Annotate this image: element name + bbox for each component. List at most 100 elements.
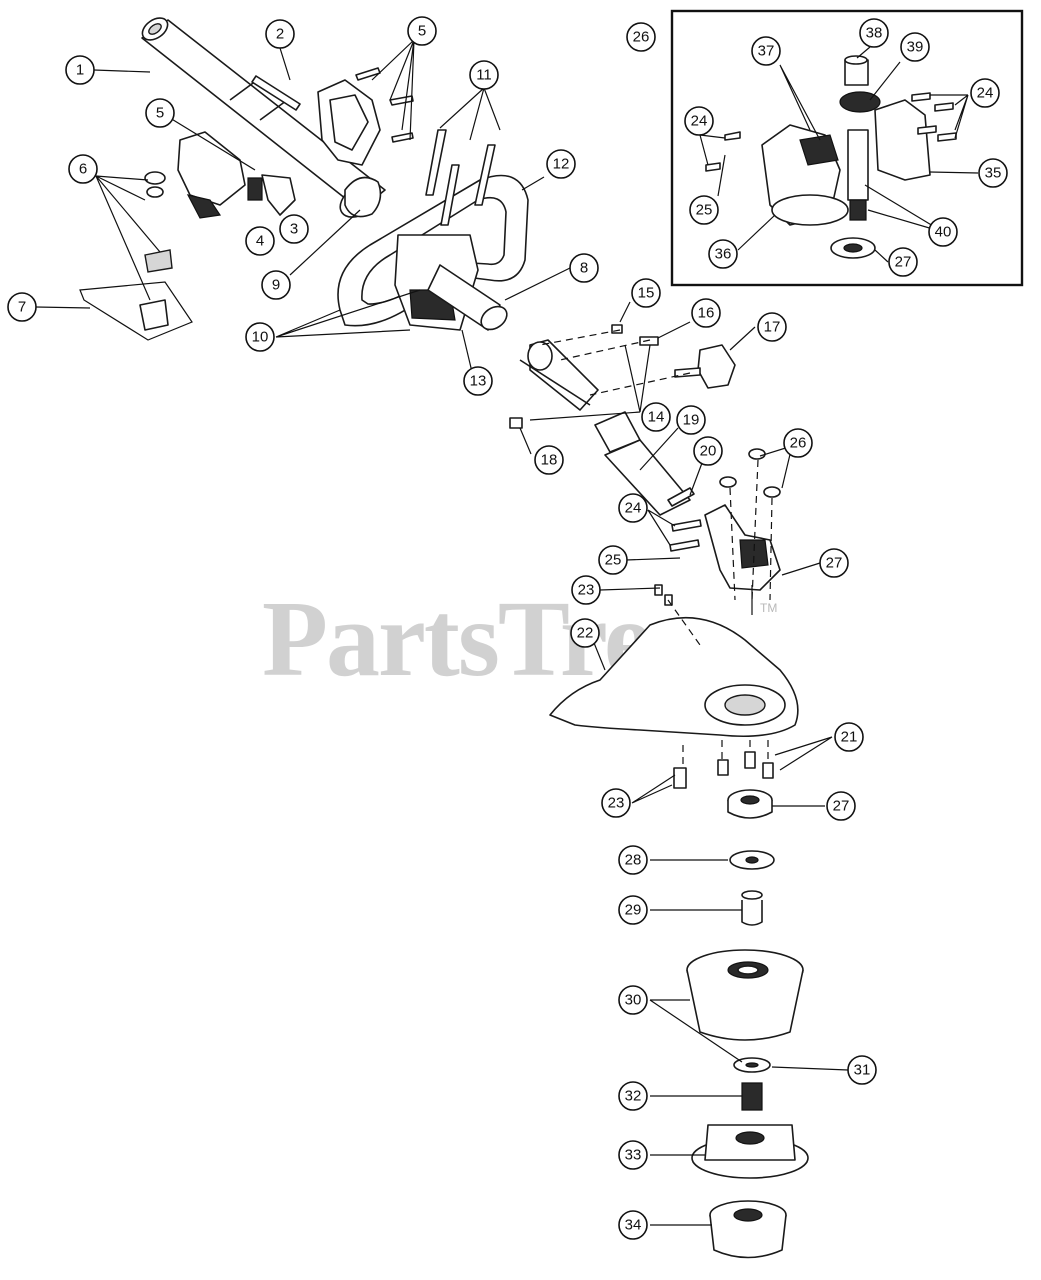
callout-26: 26 — [783, 428, 813, 458]
svg-text:37: 37 — [758, 43, 775, 60]
bolts-21 — [717, 751, 774, 779]
svg-text:14: 14 — [648, 409, 665, 426]
svg-text:11: 11 — [476, 67, 492, 84]
svg-text:29: 29 — [625, 902, 642, 919]
tube-insert — [594, 411, 691, 516]
callout-33: 33 — [618, 1140, 648, 1170]
svg-text:38: 38 — [866, 25, 883, 42]
callout-13: 13 — [463, 366, 493, 396]
svg-text:8: 8 — [580, 260, 588, 277]
callout-15: 15 — [631, 278, 661, 308]
svg-text:28: 28 — [625, 852, 642, 869]
spool-housing — [686, 949, 804, 1041]
callout-17: 17 — [757, 312, 787, 342]
callout-inset-24a: 24 — [970, 78, 1000, 108]
screws-11 — [425, 129, 496, 226]
svg-text:9: 9 — [272, 277, 280, 294]
callout-3: 3 — [279, 214, 309, 244]
svg-text:16: 16 — [698, 305, 715, 322]
screws-24-25 — [669, 519, 702, 552]
callout-39: 39 — [900, 32, 930, 62]
svg-text:25: 25 — [605, 552, 622, 569]
washer-28 — [729, 850, 775, 870]
svg-text:5: 5 — [418, 23, 426, 40]
svg-text:26: 26 — [790, 435, 807, 452]
bolt-16 — [639, 336, 659, 346]
callout-28: 28 — [618, 845, 648, 875]
svg-text:26: 26 — [633, 29, 650, 46]
svg-text:20: 20 — [700, 443, 717, 460]
throttle-housing-lower — [177, 131, 246, 219]
inset-gearhead-parts — [705, 55, 957, 259]
svg-text:23: 23 — [608, 795, 625, 812]
svg-text:24: 24 — [977, 85, 994, 102]
callout-32: 32 — [618, 1081, 648, 1111]
callout-inset-27: 27 — [888, 247, 918, 277]
callout-25: 25 — [598, 545, 628, 575]
callout-11: 11 — [469, 60, 499, 90]
svg-text:17: 17 — [764, 319, 781, 336]
svg-text:24: 24 — [691, 113, 708, 130]
svg-text:30: 30 — [625, 992, 642, 1009]
callout-inset-26: 26 — [626, 22, 656, 52]
leader-lines — [35, 39, 979, 1226]
svg-text:27: 27 — [826, 555, 843, 572]
throttle-housing-upper — [317, 79, 381, 166]
svg-text:4: 4 — [256, 233, 264, 250]
drive-shaft-tube — [141, 17, 386, 211]
callout-7: 7 — [7, 292, 37, 322]
svg-text:35: 35 — [985, 165, 1002, 182]
svg-text:31: 31 — [854, 1062, 871, 1079]
callout-21: 21 — [834, 722, 864, 752]
svg-text:27: 27 — [895, 254, 912, 271]
callout-4: 4 — [245, 226, 275, 256]
callout-35: 35 — [978, 158, 1008, 188]
svg-text:10: 10 — [252, 329, 269, 346]
svg-text:1: 1 — [76, 62, 84, 79]
shaft-pin — [667, 487, 695, 507]
svg-text:40: 40 — [935, 224, 952, 241]
callout-inset-24b: 24 — [684, 106, 714, 136]
callout-23a: 23 — [571, 575, 601, 605]
callout-40: 40 — [928, 217, 958, 247]
washers-26 — [719, 448, 781, 498]
callout-12: 12 — [546, 149, 576, 179]
svg-text:7: 7 — [18, 299, 26, 316]
sleeve-29 — [741, 890, 763, 926]
coupler — [519, 339, 599, 411]
callout-24: 24 — [618, 493, 648, 523]
svg-text:3: 3 — [290, 221, 298, 238]
bearing-lower — [727, 789, 773, 819]
svg-text:6: 6 — [79, 161, 87, 178]
callout-6: 6 — [68, 154, 98, 184]
svg-text:23: 23 — [578, 582, 595, 599]
callout-16: 16 — [691, 298, 721, 328]
svg-text:18: 18 — [541, 452, 558, 469]
callout-22: 22 — [570, 618, 600, 648]
callout-inset-25: 25 — [689, 195, 719, 225]
knob — [674, 344, 736, 389]
tube-8 — [427, 264, 508, 331]
debris-shield — [549, 616, 799, 738]
spool — [691, 1124, 809, 1179]
callout-9: 9 — [261, 270, 291, 300]
washer-31 — [733, 1057, 771, 1073]
bump-knob — [709, 1200, 787, 1259]
svg-text:21: 21 — [841, 729, 858, 746]
svg-text:5: 5 — [156, 105, 164, 122]
callout-20: 20 — [693, 436, 723, 466]
callouts: 1 2 3 4 5 5 6 7 8 9 10 11 12 13 14 15 16… — [7, 16, 1008, 1240]
spring-small — [247, 177, 263, 201]
part-drawings — [79, 17, 957, 1259]
svg-text:36: 36 — [715, 246, 732, 263]
callout-8: 8 — [569, 253, 599, 283]
callout-5a: 5 — [407, 16, 437, 46]
watermark-trademark: TM — [760, 601, 777, 615]
pin — [251, 75, 301, 111]
callout-29: 29 — [618, 895, 648, 925]
svg-text:33: 33 — [625, 1147, 642, 1164]
callout-23b: 23 — [601, 788, 631, 818]
callout-38: 38 — [859, 18, 889, 48]
throttle-trigger — [261, 174, 296, 216]
